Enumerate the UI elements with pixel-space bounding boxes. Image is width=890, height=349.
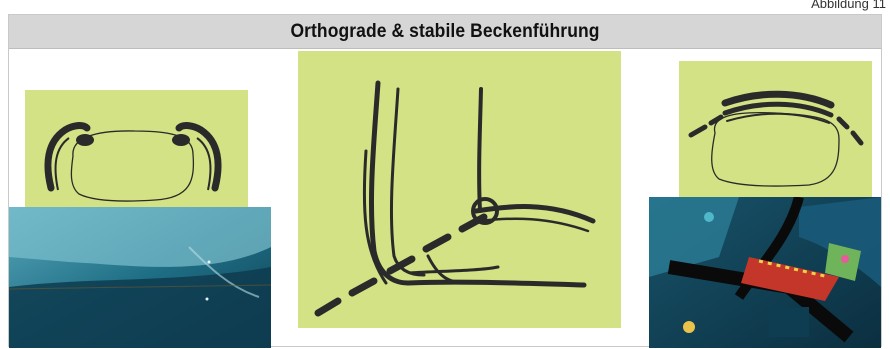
left-photo [9, 207, 271, 348]
belt-fastening-photo-image [649, 197, 881, 348]
left-sketch-note [25, 90, 248, 207]
figure-title: Orthograde & stabile Beckenführung [290, 21, 599, 43]
title-bar: Orthograde & stabile Beckenführung [9, 15, 881, 49]
center-sketch-note [298, 51, 621, 328]
figure-frame: Orthograde & stabile Beckenführung [8, 14, 882, 347]
pelvis-photo-image [9, 207, 271, 348]
right-photo [649, 197, 881, 348]
pelvis-top-belt-sketch [679, 61, 872, 197]
figure-label: Abbildung 11 [811, 0, 886, 11]
seated-leg-sketch [298, 51, 621, 328]
right-sketch-note [679, 61, 872, 197]
pelvis-side-supports-sketch [25, 90, 248, 207]
